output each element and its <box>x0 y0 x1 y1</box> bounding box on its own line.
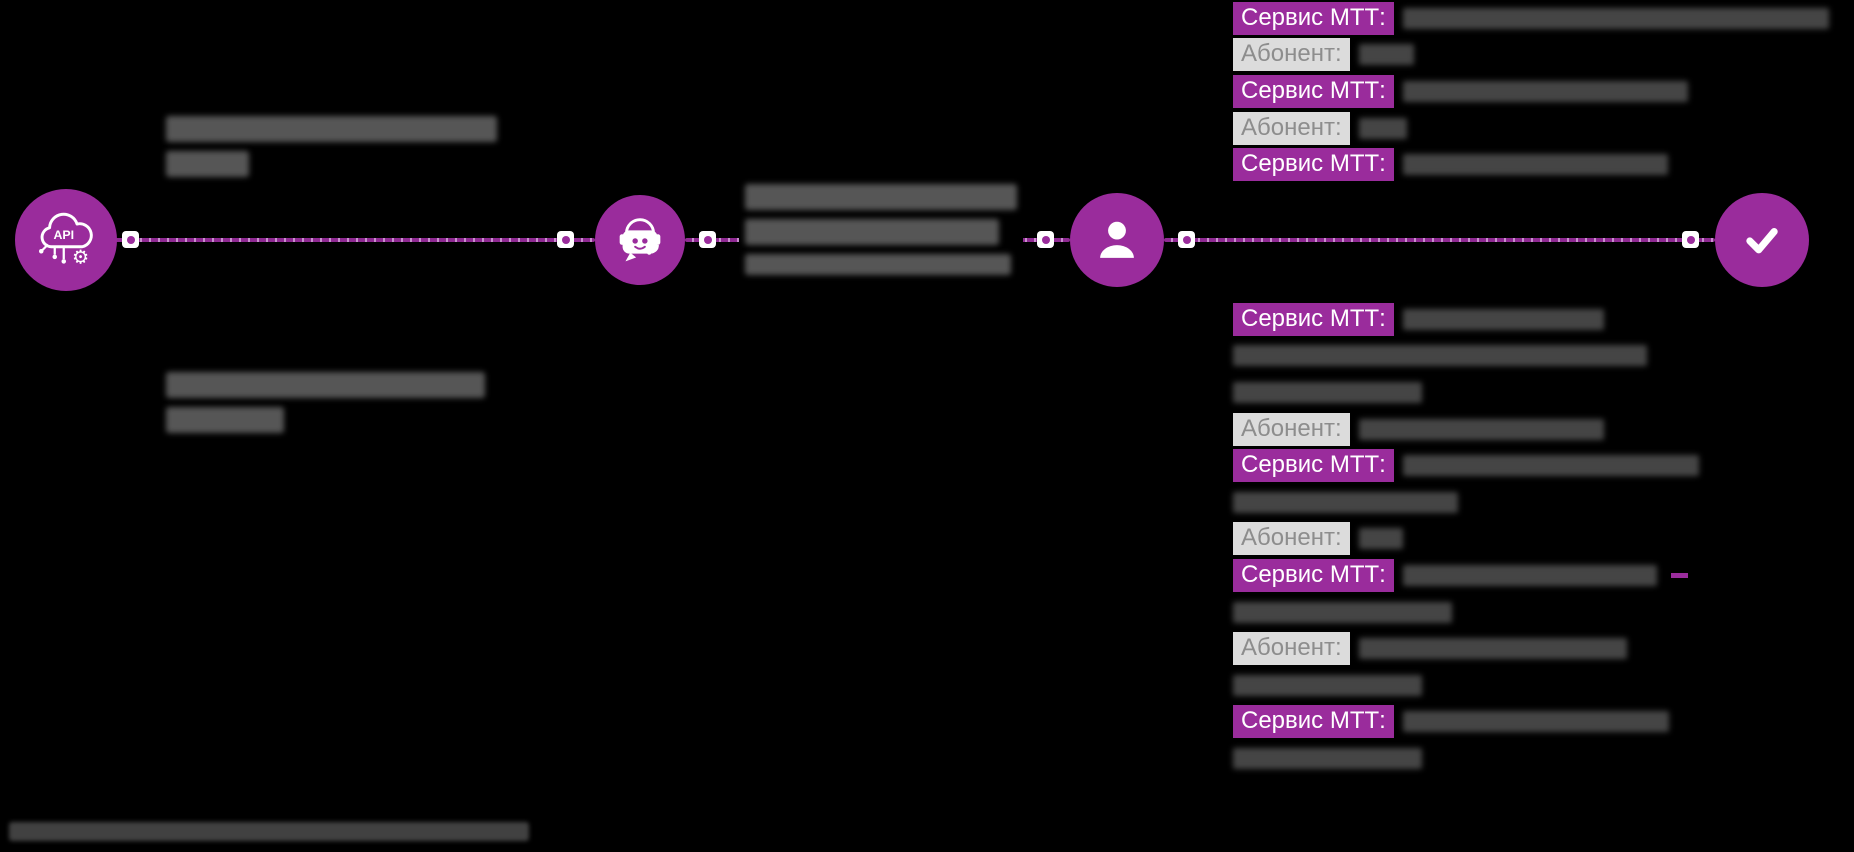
subscriber-label: Абонент: <box>1233 632 1350 666</box>
annotation-data-transfer <box>166 372 485 442</box>
service-label: Сервис МТТ: <box>1233 1 1394 35</box>
service-label: Сервис МТТ: <box>1233 449 1394 483</box>
redacted-text <box>9 822 529 841</box>
port-dot <box>1182 235 1191 244</box>
transcript-line <box>1233 484 1699 521</box>
connector-port <box>699 231 716 248</box>
chatbot-icon <box>609 209 671 271</box>
redacted-text <box>1233 381 1422 403</box>
port-dot <box>1686 235 1695 244</box>
transcript-line: Сервис МТТ: <box>1233 447 1699 484</box>
redacted-text <box>1233 491 1458 513</box>
dash-mark <box>1670 572 1688 578</box>
redacted-text <box>1402 711 1669 733</box>
port-dot <box>703 235 712 244</box>
redacted-text <box>1358 638 1627 660</box>
port-dot <box>126 235 135 244</box>
transcript-line: Сервис МТТ: <box>1233 0 1829 37</box>
redacted-text <box>166 116 497 142</box>
node-subscriber <box>1070 193 1164 287</box>
svg-text:API: API <box>53 228 74 242</box>
transcript-line <box>1233 338 1699 375</box>
connector-port <box>1037 231 1054 248</box>
redacted-text <box>1358 117 1407 139</box>
subscriber-label: Абонент: <box>1233 111 1350 145</box>
redacted-text <box>745 254 1011 275</box>
connector-line <box>115 238 595 242</box>
transcript-top: Сервис МТТ:Абонент:Сервис МТТ:Абонент:Се… <box>1233 0 1829 183</box>
service-label: Сервис МТТ: <box>1233 558 1394 592</box>
transcript-line <box>1233 594 1699 631</box>
redacted-text <box>1233 345 1647 367</box>
redacted-text <box>1233 674 1422 696</box>
connector-line <box>1164 238 1715 242</box>
redacted-text <box>1402 308 1604 330</box>
annotation-bot-caption <box>739 182 1023 286</box>
redacted-text <box>1358 528 1403 550</box>
port-dot <box>1041 235 1050 244</box>
transcript-line: Абонент: <box>1233 37 1829 74</box>
subscriber-label: Абонент: <box>1233 412 1350 446</box>
redacted-text <box>1402 80 1688 102</box>
redacted-text <box>1402 7 1829 29</box>
subscriber-label: Абонент: <box>1233 522 1350 556</box>
transcript-line <box>1233 667 1699 704</box>
node-completed <box>1715 193 1809 287</box>
redacted-text <box>745 184 1017 210</box>
transcript-line: Абонент: <box>1233 521 1699 558</box>
service-label: Сервис МТТ: <box>1233 148 1394 182</box>
transcript-line: Сервис МТТ: <box>1233 557 1699 594</box>
connector-port <box>557 231 574 248</box>
redacted-text <box>1402 564 1657 586</box>
node-voice-bot <box>595 195 685 285</box>
transcript-line <box>1233 740 1699 777</box>
transcript-bottom: Сервис МТТ:Абонент:Сервис МТТ:Абонент:Се… <box>1233 301 1699 777</box>
check-icon <box>1732 210 1792 270</box>
service-label: Сервис МТТ: <box>1233 705 1394 739</box>
transcript-line: Сервис МТТ: <box>1233 73 1829 110</box>
redacted-text <box>1358 418 1604 440</box>
connector-port <box>122 231 139 248</box>
subscriber-label: Абонент: <box>1233 38 1350 72</box>
person-icon <box>1087 210 1147 270</box>
port-dot <box>561 235 570 244</box>
transcript-line: Абонент: <box>1233 630 1699 667</box>
transcript-line <box>1233 374 1699 411</box>
transcript-line: Абонент: <box>1233 411 1699 448</box>
api-cloud-icon: API ⚙ <box>30 204 102 276</box>
transcript-line: Сервис МТТ: <box>1233 704 1699 741</box>
transcript-line: Абонент: <box>1233 110 1829 147</box>
redacted-text <box>745 219 999 245</box>
footnote <box>9 822 529 841</box>
transcript-line: Сервис МТТ: <box>1233 301 1699 338</box>
redacted-text <box>1402 455 1699 477</box>
redacted-text <box>166 407 284 433</box>
transcript-line: Сервис МТТ: <box>1233 146 1829 183</box>
connector-port <box>1178 231 1195 248</box>
service-label: Сервис МТТ: <box>1233 302 1394 336</box>
node-api-source: API ⚙ <box>15 189 117 291</box>
redacted-text <box>1233 747 1422 769</box>
connector-port <box>1682 231 1699 248</box>
redacted-text <box>166 372 485 398</box>
service-label: Сервис МТТ: <box>1233 74 1394 108</box>
svg-text:⚙: ⚙ <box>72 246 89 269</box>
redacted-text <box>1233 601 1452 623</box>
redacted-text <box>1358 44 1414 66</box>
annotation-incoming-streams <box>166 116 497 186</box>
redacted-text <box>166 151 249 177</box>
redacted-text <box>1402 154 1668 176</box>
